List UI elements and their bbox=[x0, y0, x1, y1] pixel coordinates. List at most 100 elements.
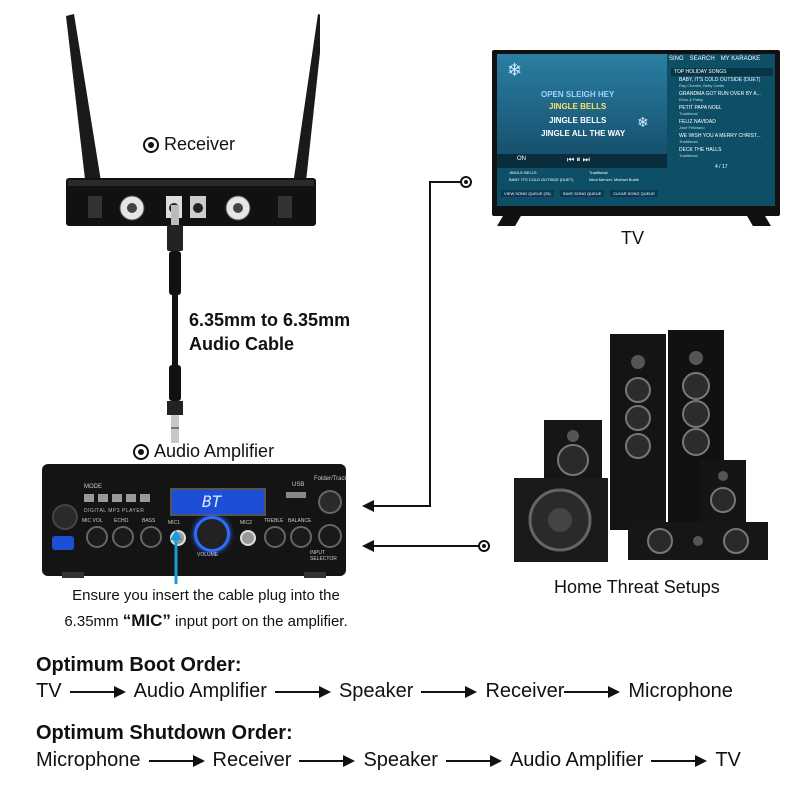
snowflake-icon: ❄ bbox=[507, 60, 523, 80]
boot-step: Microphone bbox=[628, 680, 733, 702]
clear-queue-button[interactable]: CLEAR SONG QUEUE bbox=[610, 190, 658, 197]
right-arrow-icon bbox=[564, 685, 621, 699]
tv-frame: ❄ ❄ OPEN SLEIGH HEY JINGLE BELLS JINGLE … bbox=[492, 50, 780, 216]
shutdown-step: Microphone bbox=[36, 749, 141, 771]
mic-vol-knob[interactable] bbox=[86, 526, 108, 548]
amp-foot bbox=[62, 572, 84, 578]
lyric-line: OPEN SLEIGH HEY bbox=[541, 90, 615, 99]
volume-knob[interactable] bbox=[194, 516, 230, 552]
amplifier-device: MODE DIGITAL MP3 PLAYER BT USB Folder/Tr… bbox=[42, 464, 348, 578]
shutdown-step: Receiver bbox=[212, 749, 292, 771]
receiver-label: Receiver bbox=[143, 134, 235, 155]
speakers-to-amp-connector bbox=[356, 536, 496, 556]
view-queue-button[interactable]: VIEW SONG QUEUE (25) bbox=[501, 190, 554, 197]
cable-illustration bbox=[167, 205, 183, 443]
lyric-line: JINGLE BELLS bbox=[549, 102, 607, 111]
usb-port[interactable] bbox=[286, 492, 306, 498]
speakers-label: Home Threat Setups bbox=[554, 577, 720, 597]
right-arrow-icon bbox=[421, 685, 478, 699]
receiver-illustration bbox=[66, 14, 324, 226]
right-arrow-icon bbox=[274, 685, 331, 699]
knob-label: VOLUME bbox=[197, 552, 219, 558]
lcd-text: BT bbox=[202, 492, 222, 511]
input-selector-knob[interactable] bbox=[318, 524, 342, 548]
cable-label: 6.35mm to 6.35mm Audio Cable bbox=[189, 310, 351, 354]
menu-sing[interactable]: SING bbox=[669, 56, 684, 62]
save-queue-button[interactable]: SAVE SONG QUEUE bbox=[559, 190, 605, 197]
menu-my-karaoke[interactable]: MY KARAOKE bbox=[720, 56, 761, 62]
lyric-line: JINGLE BELLS bbox=[549, 116, 607, 125]
right-arrow-icon bbox=[299, 754, 356, 768]
knob-label: INPUT SELECTOR bbox=[310, 550, 337, 562]
boot-step: TV bbox=[36, 680, 62, 702]
amplifier-label: Audio Amplifier bbox=[133, 441, 274, 462]
boot-step: Receiver bbox=[485, 680, 565, 702]
lcd-display: BT bbox=[170, 488, 266, 516]
amp-foot bbox=[304, 572, 326, 578]
shutdown-order-flow: Microphone Receiver Speaker Audio Amplif… bbox=[36, 749, 741, 772]
boot-step: Audio Amplifier bbox=[133, 680, 267, 702]
shutdown-step: Speaker bbox=[363, 749, 438, 771]
tv-stand bbox=[747, 216, 771, 226]
snowflake-icon: ❄ bbox=[637, 114, 649, 130]
right-arrow-icon bbox=[445, 754, 502, 768]
list-title: TOP HOLIDAY SONGS bbox=[671, 68, 773, 76]
knob-label: MIC1 bbox=[168, 520, 180, 526]
song-list: BABY, IT'S COLD OUTSIDE (DUET)Ray Charle… bbox=[669, 76, 773, 160]
boot-step: Speaker bbox=[338, 680, 414, 702]
list-item[interactable]: WE WISH YOU A MERRY CHRIST...Traditional bbox=[679, 133, 761, 144]
right-arrow-icon bbox=[148, 754, 205, 768]
player-bar: ON ⏮ ⏸ ⏭ bbox=[497, 154, 667, 168]
mode-buttons[interactable] bbox=[84, 494, 150, 502]
boot-order-flow: TV Audio Amplifier Speaker Receiver Micr… bbox=[36, 680, 733, 703]
mode-label: MODE bbox=[84, 484, 102, 490]
lyric-line: JINGLE ALL THE WAY bbox=[541, 129, 626, 138]
right-arrow-icon bbox=[651, 754, 708, 768]
shutdown-step: Audio Amplifier bbox=[509, 749, 644, 771]
tv-label: TV bbox=[621, 228, 645, 248]
target-icon bbox=[143, 136, 159, 153]
knob-label: BASS bbox=[142, 518, 156, 524]
tv-device: ❄ ❄ OPEN SLEIGH HEY JINGLE BELLS JINGLE … bbox=[492, 50, 780, 230]
folder-knob[interactable] bbox=[318, 490, 342, 514]
bass-knob[interactable] bbox=[140, 526, 162, 548]
speaker-set bbox=[510, 328, 772, 568]
play-controls-icon[interactable]: ⏮ ⏸ ⏭ bbox=[567, 155, 590, 164]
boot-order-title: Optimum Boot Order: bbox=[36, 654, 242, 676]
audio-cable bbox=[155, 205, 195, 445]
brand-strip: DIGITAL MP3 PLAYER bbox=[84, 508, 145, 514]
on-label: ON bbox=[517, 156, 526, 162]
tv-menu: SING SEARCH MY KARAOKE bbox=[669, 56, 760, 62]
mic-note: Ensure you insert the cable plug into th… bbox=[64, 587, 348, 630]
knob-label: MIC VOL bbox=[82, 518, 103, 524]
knob-label: TREBLE bbox=[264, 518, 284, 524]
shutdown-step: TV bbox=[715, 749, 741, 771]
mic2-jack[interactable] bbox=[240, 530, 256, 546]
knob-label: ECHO bbox=[114, 518, 129, 524]
folder-track-label: Folder/Track bbox=[314, 476, 348, 482]
list-item[interactable]: GRANDMA GOT RUN OVER BY A...Elmo & Patsy bbox=[679, 91, 761, 102]
mic-emphasis: “MIC” bbox=[122, 611, 171, 630]
pager: 4 / 17 bbox=[715, 164, 728, 170]
usb-label: USB bbox=[292, 482, 305, 488]
speakers-illustration bbox=[514, 330, 768, 562]
right-arrow-icon bbox=[69, 685, 126, 699]
queue-buttons: VIEW SONG QUEUE (25) SAVE SONG QUEUE CLE… bbox=[501, 190, 658, 197]
table-row[interactable]: BABY IT'S COLD OUTSIDE (DUET)Idina Menze… bbox=[509, 177, 640, 182]
balance-knob[interactable] bbox=[290, 526, 312, 548]
menu-search[interactable]: SEARCH bbox=[689, 56, 715, 62]
treble-knob[interactable] bbox=[264, 526, 286, 548]
tv-to-amp-connector bbox=[356, 170, 476, 515]
power-knob[interactable] bbox=[52, 504, 78, 530]
shutdown-order-title: Optimum Shutdown Order: bbox=[36, 722, 293, 744]
receiver-device bbox=[60, 10, 324, 230]
knob-label: MIC2 bbox=[240, 520, 252, 526]
tv-stand bbox=[497, 216, 521, 226]
list-item[interactable]: BABY, IT'S COLD OUTSIDE (DUET)Ray Charle… bbox=[679, 77, 761, 88]
echo-knob[interactable] bbox=[112, 526, 134, 548]
